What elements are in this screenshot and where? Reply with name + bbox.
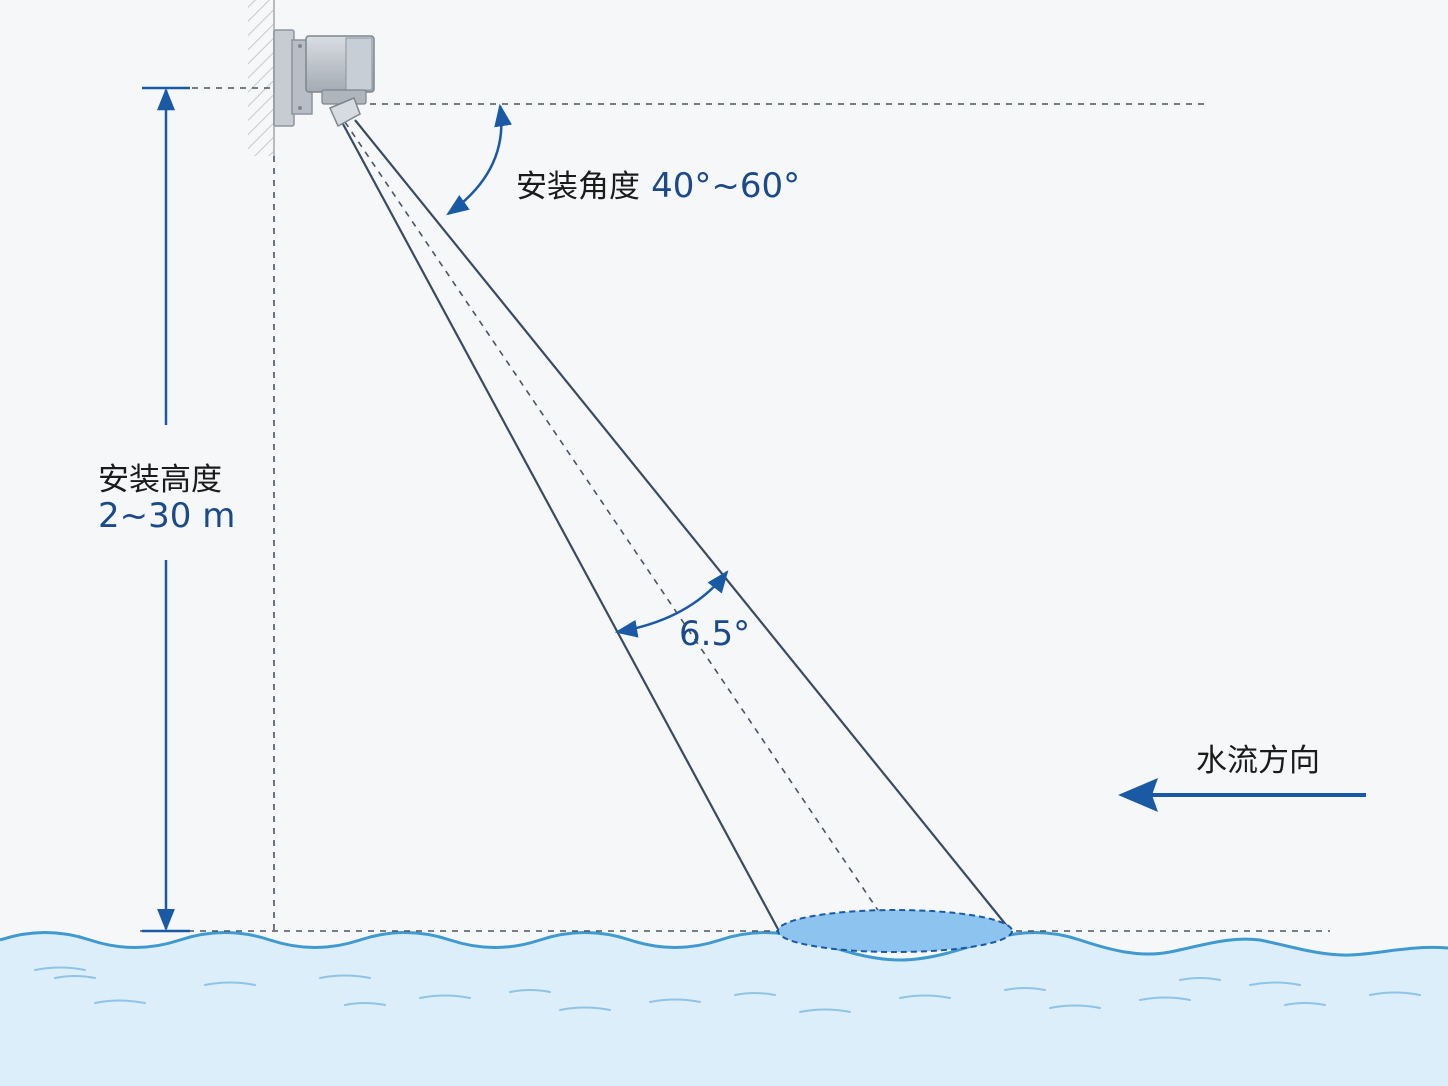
beam-cone [342, 119, 1012, 932]
install-angle-label: 安装角度 40°~60° [516, 161, 800, 206]
install-angle-value: 40°~60° [651, 166, 801, 206]
install-angle-title: 安装角度 [516, 169, 640, 205]
beam-angle-value: 6.5° [679, 614, 751, 654]
radar-level-sensor-icon [273, 29, 375, 128]
flow-direction-label: 水流方向 [1196, 743, 1320, 779]
reference-lines [140, 87, 1330, 932]
install-height-value: 2~30 m [98, 496, 236, 536]
beam-left-edge [342, 123, 780, 932]
beam-center-line [344, 121, 893, 932]
beam-footprint [777, 909, 1013, 953]
install-height-title: 安装高度 [98, 462, 222, 498]
water-surface [0, 931, 1448, 1086]
beam-right-edge [354, 119, 1012, 932]
height-dimension [142, 86, 190, 933]
mounting-wall [248, 0, 275, 156]
install-angle-arc [446, 103, 513, 216]
arrow-left-icon [1118, 778, 1366, 812]
beam-angle-arc [614, 570, 729, 638]
